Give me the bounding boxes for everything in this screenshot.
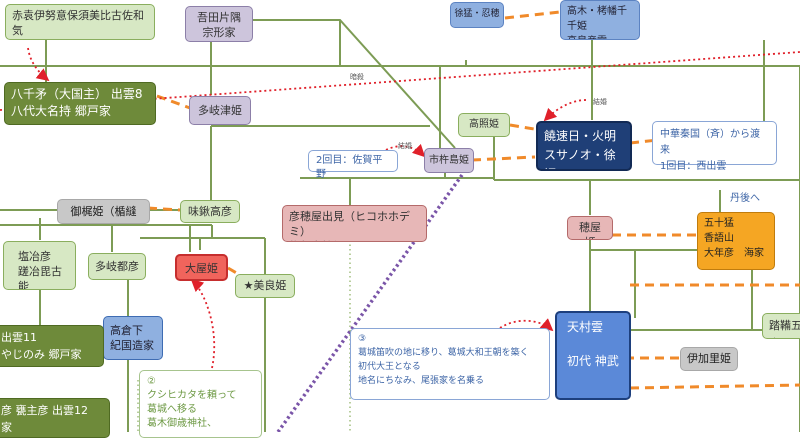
node-isotake[interactable]: 五十猛 香語山 大年彦 海家 <box>697 212 775 270</box>
node-takitsu[interactable]: 多岐津姫 <box>189 96 251 125</box>
note-katsuragi: ③ 葛城笛吹の地に移り、葛城大和王朝を築く 初代大王となる 地名にちなみ、尾張家… <box>350 328 550 400</box>
note-chuka: 中華秦国（斉）から渡来 1回目：西出雲 <box>652 121 777 172</box>
note-sagahira: 2回目：佐賀平野 <box>308 150 398 180</box>
red-dotted-lines <box>0 47 800 369</box>
node-takakura[interactable]: 高倉下 紀国造家 <box>103 316 163 360</box>
node-mikaji[interactable]: 御梶姫（楯縫郡） <box>57 199 150 224</box>
node-nigihayahi[interactable]: 饒速日・火明 スサノオ・徐福 <box>536 121 632 171</box>
node-ajisuki[interactable]: 味鍬高彦 <box>180 200 240 223</box>
label-kekkon-1: 結婚 <box>398 142 412 150</box>
label-kekkon-2: 結婚 <box>593 98 607 106</box>
node-ikarihime[interactable]: 伊加里姫 <box>680 347 738 371</box>
node-izumo12[interactable]: 彦 甕主彦 出雲12 家 <box>0 398 110 438</box>
label-tango: 丹後へ <box>730 193 760 204</box>
lineage-lines <box>0 19 800 432</box>
node-ichikishima[interactable]: 市杵島姫 <box>424 148 474 173</box>
node-amanomurakumo[interactable]: 天村雲 初代 神武 <box>555 311 631 400</box>
label-ansatsu: 暗殺 <box>350 73 364 81</box>
node-akaho[interactable]: 赤袁伊努意保須美比古佐和気 郷戸家 <box>5 4 155 40</box>
note-kushihikata: ② クシヒカタを頼って 葛城へ移る 葛木御歳神社、 <box>139 370 262 438</box>
node-yachihoko[interactable]: 八千矛（大国主） 出雲8 八代大名持 郷戸家 <box>4 82 156 125</box>
node-tatara[interactable]: 踏鞴五十 <box>762 313 800 339</box>
node-takateru[interactable]: 高照姫 <box>458 113 510 137</box>
node-takitsuhiko[interactable]: 多岐都彦 <box>88 253 146 280</box>
node-oyahime[interactable]: 大屋姫 <box>175 254 228 281</box>
node-hikohoho[interactable]: 彦穂屋出見（ヒコホホデミ） 物部家始祖 <box>282 205 427 242</box>
node-jomou[interactable]: 徐猛・忍穂耳 <box>450 2 504 28</box>
node-mirahime[interactable]: ★美良姫 <box>235 274 295 298</box>
node-takagi[interactable]: 高木・栲幡千千姫 高皇産霊 <box>560 0 640 40</box>
node-yoshida[interactable]: 吾田片隅 宗形家 <box>185 6 253 42</box>
node-shioji[interactable]: 塩冶彦 蹉冶毘古能 <box>3 241 76 290</box>
node-hoyahime[interactable]: 穂屋姫 <box>567 216 613 240</box>
node-izumo11[interactable]: 出雲11 やじのみ 郷戸家 <box>0 325 104 367</box>
